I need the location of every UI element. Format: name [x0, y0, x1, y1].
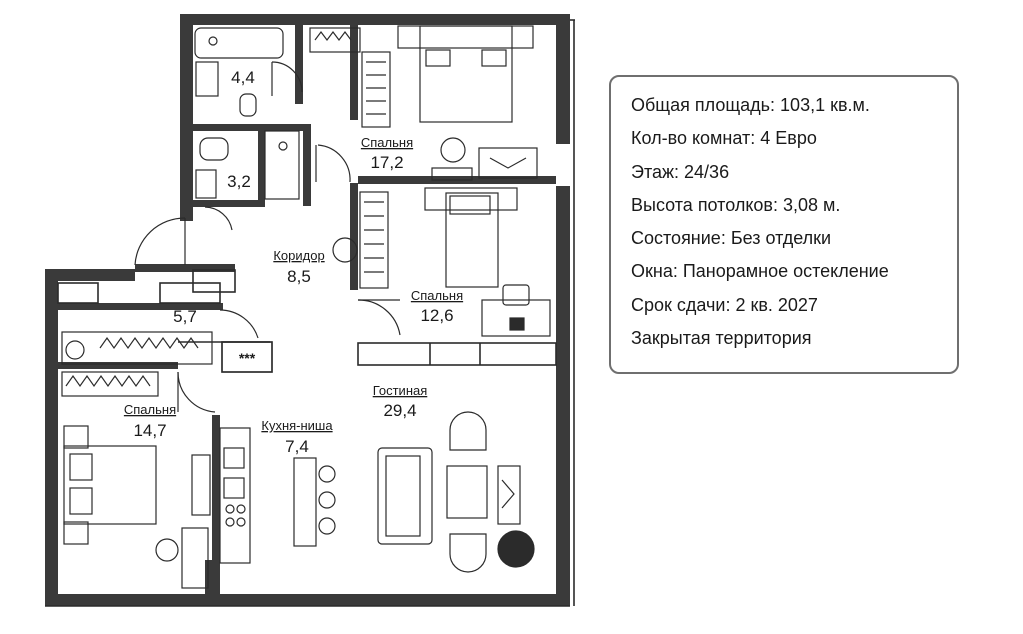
info-ceiling-height: Высота потолков: 3,08 м.: [631, 194, 841, 215]
area-bath-2: 3,2: [227, 172, 251, 191]
tv-a: [478, 147, 538, 179]
area-corridor: 8,5: [287, 267, 311, 286]
coffee-table: [446, 465, 488, 519]
label-kitchen: Кухня-ниша: [261, 418, 333, 433]
wall-outlines: [45, 19, 575, 607]
hanger-column-b: [359, 191, 389, 289]
plant-corridor: [332, 237, 358, 263]
label-corridor: Коридор: [273, 248, 324, 263]
shower: [264, 130, 300, 200]
toilet: [239, 93, 257, 117]
plant-a: [440, 137, 466, 163]
kitchen-counter: [219, 427, 251, 564]
desk-b: [481, 299, 551, 337]
info-floor: Этаж: 24/36: [631, 161, 730, 182]
washer: [65, 340, 85, 360]
tv-living: [497, 465, 521, 525]
sink: [195, 61, 219, 97]
hanger-column: [361, 51, 391, 128]
area-living: 29,4: [383, 401, 416, 420]
area-storage: 5,7: [173, 307, 197, 326]
armchair-2: [449, 533, 487, 573]
area-kitchen: 7,4: [285, 437, 309, 456]
area-bedroom-c: 14,7: [133, 421, 166, 440]
plant-living: [497, 530, 535, 568]
label-bedroom-c: Спальня: [124, 402, 176, 417]
panel-box: [221, 341, 273, 373]
apartment-info-card: Общая площадь: 103,1 кв.м. Кол-во комнат…: [609, 75, 959, 374]
bed-a: [419, 25, 513, 123]
toilet-2: [199, 137, 229, 161]
fixtures: [61, 25, 551, 589]
label-bedroom-b: Спальня: [411, 288, 463, 303]
info-delivery: Срок сдачи: 2 кв. 2027: [631, 294, 818, 315]
info-total-area: Общая площадь: 103,1 кв.м.: [631, 95, 870, 115]
wardrobe-c: [61, 371, 159, 397]
island: [293, 457, 317, 547]
bed-b: [445, 192, 499, 288]
bed-c: [63, 445, 157, 525]
tv-c: [191, 454, 211, 516]
walls: [45, 14, 570, 606]
info-condition: Состояние: Без отделки: [631, 228, 832, 249]
info-rooms: Кол-во комнат: 4 Евро: [631, 128, 817, 149]
doors: [134, 61, 401, 413]
label-bedroom-a: Спальня: [361, 135, 413, 150]
chair-b: [502, 284, 530, 306]
panel-marker: ***: [239, 350, 256, 366]
sink-2: [195, 169, 217, 199]
desk-a: [431, 167, 473, 181]
label-living: Гостиная: [373, 383, 428, 398]
nightstand-c: [181, 527, 209, 589]
info-windows: Окна: Панорамное остекление: [631, 261, 889, 282]
sofa: [377, 447, 433, 545]
area-bedroom-b: 12,6: [420, 306, 453, 325]
plant-c: [155, 538, 179, 562]
bathtub: [194, 27, 284, 59]
area-bath-1: 4,4: [231, 68, 255, 87]
shelf: [61, 331, 213, 365]
armchair: [449, 411, 487, 451]
info-territory: Закрытая территория: [631, 328, 812, 349]
area-bedroom-a: 17,2: [370, 153, 403, 172]
wardrobe-a: [309, 27, 361, 53]
